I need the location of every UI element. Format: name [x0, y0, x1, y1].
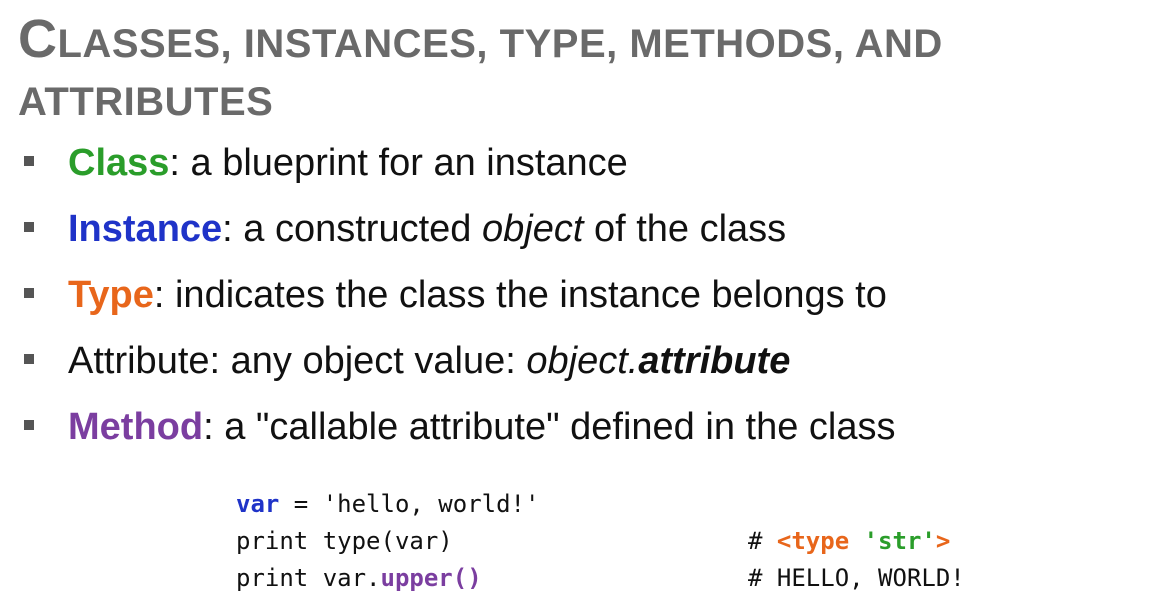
code-assignment: = 'hello, world!': [279, 490, 540, 518]
definition-type: : indicates the class the instance belon…: [153, 274, 887, 316]
definition-instance-before: : a constructed: [222, 208, 482, 250]
definition-instance-italic: object: [481, 208, 584, 250]
definition-class: : a blueprint for an instance: [169, 142, 628, 184]
definition-attribute: Attribute: any object value:: [68, 340, 527, 382]
comment-type-close: >: [935, 527, 951, 555]
term-class: Class: [68, 142, 170, 184]
square-bullet-icon: [24, 354, 34, 364]
code-comment-upper: # HELLO, WORLD!: [748, 564, 965, 592]
attribute-example-attr: attribute: [638, 340, 791, 382]
comment-space: [849, 527, 863, 555]
bullet-attribute-text: Attribute: any object value: object.attr…: [68, 328, 790, 394]
bullet-type-text: Type: indicates the class the instance b…: [68, 262, 887, 328]
term-method: Method: [68, 406, 204, 448]
code-upper-method: upper(): [380, 564, 482, 592]
code-var-keyword: var: [236, 490, 280, 518]
slide-title-initial: C: [18, 9, 58, 69]
code-print-prefix: print var.: [236, 564, 381, 592]
code-line-2: print type(var) # <type 'str'>: [236, 523, 950, 560]
square-bullet-icon: [24, 156, 34, 166]
bullet-instance: Instance: a constructed object of the cl…: [0, 196, 1150, 262]
bullet-type: Type: indicates the class the instance b…: [0, 262, 1150, 328]
bullet-method-text: Method: a "callable attribute" defined i…: [68, 394, 895, 460]
term-type: Type: [68, 274, 154, 316]
slide-title-rest: lasses, Instances, Type, Methods, and At…: [18, 22, 943, 124]
square-bullet-icon: [24, 288, 34, 298]
comment-type-str: 'str': [863, 527, 936, 555]
attribute-example-object: object.: [526, 340, 639, 382]
bullet-class-text: Class: a blueprint for an instance: [68, 130, 628, 196]
definition-method: : a "callable attribute" defined in the …: [203, 406, 896, 448]
comment-type-open: <type: [776, 527, 850, 555]
code-comment-type: # <type 'str'>: [748, 523, 950, 560]
term-instance: Instance: [68, 208, 223, 250]
code-line-3: print var.upper() # HELLO, WORLD!: [236, 560, 965, 597]
square-bullet-icon: [24, 420, 34, 430]
code-example: var = 'hello, world!' print type(var) # <…: [236, 486, 965, 597]
slide-title: Classes, Instances, Type, Methods, and A…: [18, 10, 1138, 131]
bullet-attribute: Attribute: any object value: object.attr…: [0, 328, 1150, 394]
square-bullet-icon: [24, 222, 34, 232]
bullet-method: Method: a "callable attribute" defined i…: [0, 394, 1150, 460]
bullet-instance-text: Instance: a constructed object of the cl…: [68, 196, 786, 262]
code-line-1: var = 'hello, world!': [236, 486, 539, 523]
definition-instance-after: of the class: [583, 208, 787, 250]
code-print-type: print type(var): [236, 527, 453, 555]
bullet-class: Class: a blueprint for an instance: [0, 130, 1150, 196]
comment-hash: #: [748, 527, 777, 555]
